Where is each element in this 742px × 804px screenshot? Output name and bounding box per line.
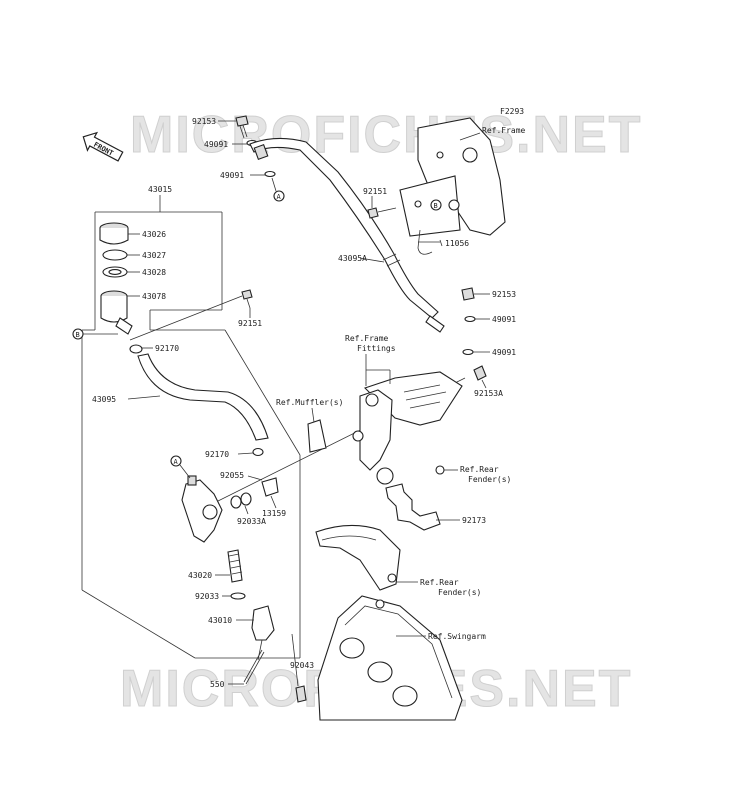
diaphragm-43027: 43027 xyxy=(102,249,166,261)
svg-text:Ref.Muffler(s): Ref.Muffler(s) xyxy=(276,398,343,407)
svg-text:43010: 43010 xyxy=(208,616,232,625)
svg-text:43026: 43026 xyxy=(142,230,166,239)
svg-text:Fender(s): Fender(s) xyxy=(438,588,481,597)
svg-text:43020: 43020 xyxy=(188,571,212,580)
svg-text:92170: 92170 xyxy=(205,450,229,459)
bolt-92153A: 92153A xyxy=(473,365,503,398)
svg-text:Ref.Rear: Ref.Rear xyxy=(420,578,459,587)
group-43015-bracket xyxy=(81,195,301,659)
plate-43028: 43028 xyxy=(102,266,166,278)
svg-text:11056: 11056 xyxy=(445,239,469,248)
joint-13159: 13159 xyxy=(261,477,286,518)
svg-text:43095A: 43095A xyxy=(338,254,367,263)
swingarm: Ref.Swingarm xyxy=(317,595,486,721)
svg-text:Fittings: Fittings xyxy=(357,344,396,353)
callout-a-top: A xyxy=(271,177,285,202)
svg-text:Ref.Rear: Ref.Rear xyxy=(460,465,499,474)
washer-49091-r2: 49091 xyxy=(462,348,516,357)
hose-43095: 43095 xyxy=(92,353,269,441)
watermark-top: MICROFICHES.NET xyxy=(130,106,642,164)
label-11056: 11056 xyxy=(445,239,469,248)
seal-92033A: 92033A xyxy=(230,492,266,526)
cotter-pin-550: 550 xyxy=(210,649,265,689)
pin-92043: 92043 xyxy=(290,633,314,703)
front-arrow-icon: FRONT xyxy=(82,131,124,162)
svg-text:43095: 43095 xyxy=(92,395,116,404)
pin-92055: 92055 xyxy=(220,471,263,481)
svg-text:13159: 13159 xyxy=(262,509,286,518)
screw-92151-mid: 92151 xyxy=(129,289,262,341)
svg-text:43078: 43078 xyxy=(142,292,166,301)
svg-text:92153: 92153 xyxy=(492,290,516,299)
reservoir-43078: 43078 xyxy=(100,290,166,335)
svg-text:550: 550 xyxy=(210,680,225,689)
bolt-92153-top: 92153 xyxy=(192,115,249,139)
svg-text:Ref.Frame: Ref.Frame xyxy=(482,126,526,135)
svg-text:43027: 43027 xyxy=(142,251,166,260)
svg-text:92043: 92043 xyxy=(290,661,314,670)
washer-49091-b: 49091 xyxy=(220,170,276,180)
hose-43095A: 43095A xyxy=(249,137,445,333)
callout-b-left: B xyxy=(72,328,118,340)
frame-bracket xyxy=(399,117,506,255)
svg-text:92170: 92170 xyxy=(155,344,179,353)
svg-text:Ref.Swingarm: Ref.Swingarm xyxy=(428,632,486,641)
svg-text:92033A: 92033A xyxy=(237,517,266,526)
ring-92033: 92033 xyxy=(195,592,246,601)
label-ref-frame-fittings: Ref.Frame Fittings xyxy=(345,334,396,386)
clamp-92170-b: 92170 xyxy=(205,447,264,459)
svg-text:92033: 92033 xyxy=(195,592,219,601)
svg-text:Fender(s): Fender(s) xyxy=(468,475,511,484)
bracket-92173: 92173 xyxy=(385,483,486,531)
svg-text:Ref.Frame: Ref.Frame xyxy=(345,334,389,343)
rear-fender xyxy=(315,524,401,591)
frame-fittings xyxy=(352,371,463,485)
label-ref-muffler: Ref.Muffler(s) xyxy=(276,398,343,453)
svg-text:92153A: 92153A xyxy=(474,389,503,398)
figure-code: F2293 xyxy=(500,107,524,116)
callout-a-left: A xyxy=(170,455,191,479)
label-ref-rear-fender-2: Ref.Rear Fender(s) xyxy=(396,578,481,597)
spring-43020: 43020 xyxy=(188,549,243,583)
svg-text:A: A xyxy=(277,193,282,201)
svg-text:43028: 43028 xyxy=(142,268,166,277)
clamp-92170-a: 92170 xyxy=(129,344,179,354)
svg-text:A: A xyxy=(174,458,179,466)
label-43015: 43015 xyxy=(148,185,172,194)
svg-text:49091: 49091 xyxy=(220,171,244,180)
washer-49091-r1: 49091 xyxy=(464,315,516,324)
reservoir-cap-43026: 43026 xyxy=(99,222,166,245)
master-cylinder-body xyxy=(181,475,223,543)
bolt-92151-top: 92151 xyxy=(363,187,397,219)
callout-b-top: B xyxy=(430,199,442,211)
svg-text:B: B xyxy=(434,202,438,210)
svg-text:B: B xyxy=(76,331,80,339)
bolt-92153-right: 92153 xyxy=(461,287,516,301)
svg-text:92151: 92151 xyxy=(363,187,387,196)
svg-text:92153: 92153 xyxy=(192,117,216,126)
pushrod-43010: 43010 xyxy=(208,605,275,661)
svg-text:92151: 92151 xyxy=(238,319,262,328)
svg-text:49091: 49091 xyxy=(204,140,228,149)
svg-text:49091: 49091 xyxy=(492,348,516,357)
label-ref-frame: Ref.Frame xyxy=(459,126,526,141)
label-ref-rear-fender-1: Ref.Rear Fender(s) xyxy=(435,465,511,484)
svg-text:92173: 92173 xyxy=(462,516,486,525)
svg-text:49091: 49091 xyxy=(492,315,516,324)
svg-text:92055: 92055 xyxy=(220,471,244,480)
